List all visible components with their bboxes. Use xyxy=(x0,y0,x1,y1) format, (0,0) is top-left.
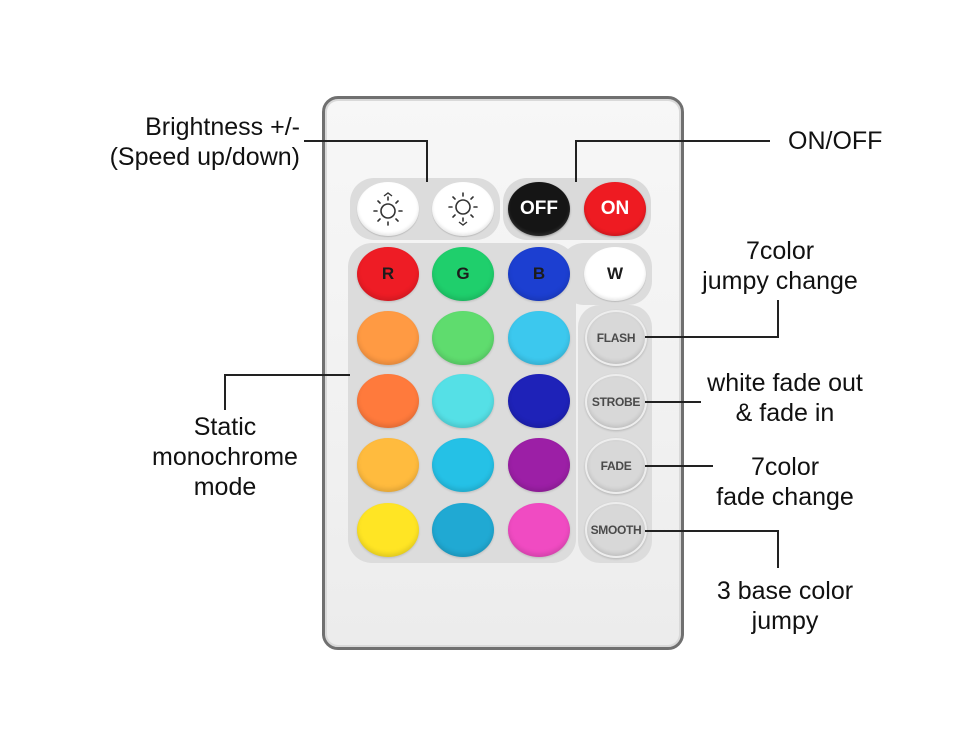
blue-label: B xyxy=(532,264,546,283)
callout-whitefade-line2: & fade in xyxy=(735,399,835,427)
color-button-orange-light[interactable] xyxy=(357,311,419,365)
brightness-down-button[interactable] xyxy=(432,182,494,236)
callout-brightness-line2: (Speed up/down) xyxy=(109,143,300,171)
strobe-button[interactable]: STROBE xyxy=(585,374,647,430)
green-button[interactable]: G xyxy=(432,247,494,301)
sun-down-icon xyxy=(448,192,478,226)
callout-fade7-line2: fade change xyxy=(716,483,854,511)
callout-fade7-line1: 7color xyxy=(750,453,820,481)
leader-onoff-v xyxy=(575,140,577,182)
brightness-up-button[interactable] xyxy=(357,182,419,236)
callout-base3-line1: 3 base color xyxy=(716,577,854,605)
smooth-label: SMOOTH xyxy=(590,523,642,537)
callout-jumpy7-line1: 7color xyxy=(745,237,815,265)
white-label: W xyxy=(606,264,624,283)
callout-fade7: 7color fade change xyxy=(700,452,870,512)
leader-jumpy-v xyxy=(777,300,779,338)
color-button-yellow[interactable] xyxy=(357,503,419,557)
blue-button[interactable]: B xyxy=(508,247,570,301)
flash-label: FLASH xyxy=(596,331,636,345)
leader-onoff-h xyxy=(575,140,770,142)
color-button-aqua[interactable] xyxy=(432,374,494,428)
leader-static-h xyxy=(224,374,350,376)
color-button-cyan[interactable] xyxy=(432,438,494,492)
sun-up-icon xyxy=(373,192,403,226)
on-label: ON xyxy=(600,198,630,219)
leader-brightness-h xyxy=(304,140,428,142)
color-button-green-light[interactable] xyxy=(432,311,494,365)
white-button[interactable]: W xyxy=(584,247,646,301)
off-label: OFF xyxy=(520,198,558,219)
color-button-amber[interactable] xyxy=(357,438,419,492)
color-button-orange[interactable] xyxy=(357,374,419,428)
off-button[interactable]: OFF xyxy=(508,182,570,236)
leader-strobe-h xyxy=(645,401,701,403)
callout-static: Static monochrome mode xyxy=(120,412,330,502)
fade-label: FADE xyxy=(600,459,632,473)
red-label: R xyxy=(381,264,395,283)
color-button-sky-blue[interactable] xyxy=(508,311,570,365)
leader-static-v xyxy=(224,374,226,410)
leader-jumpy-h xyxy=(645,336,779,338)
callout-base3-line2: jumpy xyxy=(751,607,819,635)
callout-onoff: ON/OFF xyxy=(788,126,882,156)
color-button-teal[interactable] xyxy=(432,503,494,557)
callout-static-line2: monochrome xyxy=(152,443,298,471)
on-button[interactable]: ON xyxy=(584,182,646,236)
callout-jumpy7: 7color jumpy change xyxy=(680,236,880,296)
callout-brightness-line1: Brightness +/- xyxy=(145,113,300,141)
callout-static-line1: Static xyxy=(193,413,257,441)
leader-brightness-v xyxy=(426,140,428,182)
callout-whitefade-line1: white fade out xyxy=(707,369,863,397)
callout-base3: 3 base color jumpy xyxy=(700,576,870,636)
strobe-label: STROBE xyxy=(591,395,641,409)
fade-button[interactable]: FADE xyxy=(585,438,647,494)
leader-fade-h xyxy=(645,465,713,467)
callout-whitefade: white fade out & fade in xyxy=(690,368,880,428)
smooth-button[interactable]: SMOOTH xyxy=(585,502,647,558)
leader-smooth-h xyxy=(645,530,779,532)
color-button-navy[interactable] xyxy=(508,374,570,428)
color-button-pink[interactable] xyxy=(508,503,570,557)
callout-brightness: Brightness +/- (Speed up/down) xyxy=(70,112,300,172)
flash-button[interactable]: FLASH xyxy=(585,310,647,366)
callout-onoff-line: ON/OFF xyxy=(788,127,883,155)
color-button-purple[interactable] xyxy=(508,438,570,492)
callout-jumpy7-line2: jumpy change xyxy=(702,267,858,295)
callout-static-line3: mode xyxy=(193,473,257,501)
red-button[interactable]: R xyxy=(357,247,419,301)
leader-smooth-v xyxy=(777,530,779,568)
green-label: G xyxy=(456,264,470,283)
